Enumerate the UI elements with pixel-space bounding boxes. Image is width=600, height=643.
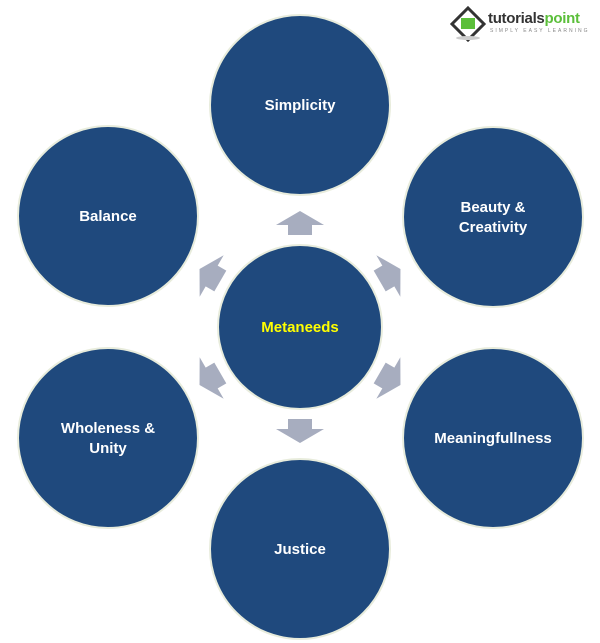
arrow-icon bbox=[373, 357, 401, 399]
arrow-icon bbox=[276, 211, 324, 235]
need-circle bbox=[402, 347, 584, 529]
need-label: Balance bbox=[79, 208, 137, 225]
arrow-icon bbox=[373, 255, 401, 297]
logo-icon bbox=[450, 6, 486, 42]
center-circle bbox=[217, 244, 383, 410]
arrow-icon bbox=[276, 419, 324, 443]
arrow-icon bbox=[199, 255, 227, 297]
need-label: Unity bbox=[89, 440, 127, 457]
need-circle bbox=[209, 14, 391, 196]
center-label: Metaneeds bbox=[261, 319, 339, 336]
need-label: Beauty & bbox=[460, 199, 525, 216]
tutorialspoint-logo: tutorialspoint SIMPLY EASY LEARNING bbox=[450, 6, 596, 42]
logo-text: tutorialspoint bbox=[488, 10, 580, 27]
need-circle bbox=[17, 347, 199, 529]
need-label: Creativity bbox=[459, 219, 528, 236]
need-label: Justice bbox=[274, 541, 326, 558]
need-circle bbox=[402, 126, 584, 308]
need-circle bbox=[17, 125, 199, 307]
need-label: Simplicity bbox=[265, 97, 337, 114]
arrow-icon bbox=[199, 357, 227, 399]
need-circle bbox=[209, 458, 391, 640]
need-label: Wholeness & bbox=[61, 420, 155, 437]
logo-tagline: SIMPLY EASY LEARNING bbox=[490, 28, 590, 34]
need-label: Meaningfullness bbox=[434, 430, 552, 447]
